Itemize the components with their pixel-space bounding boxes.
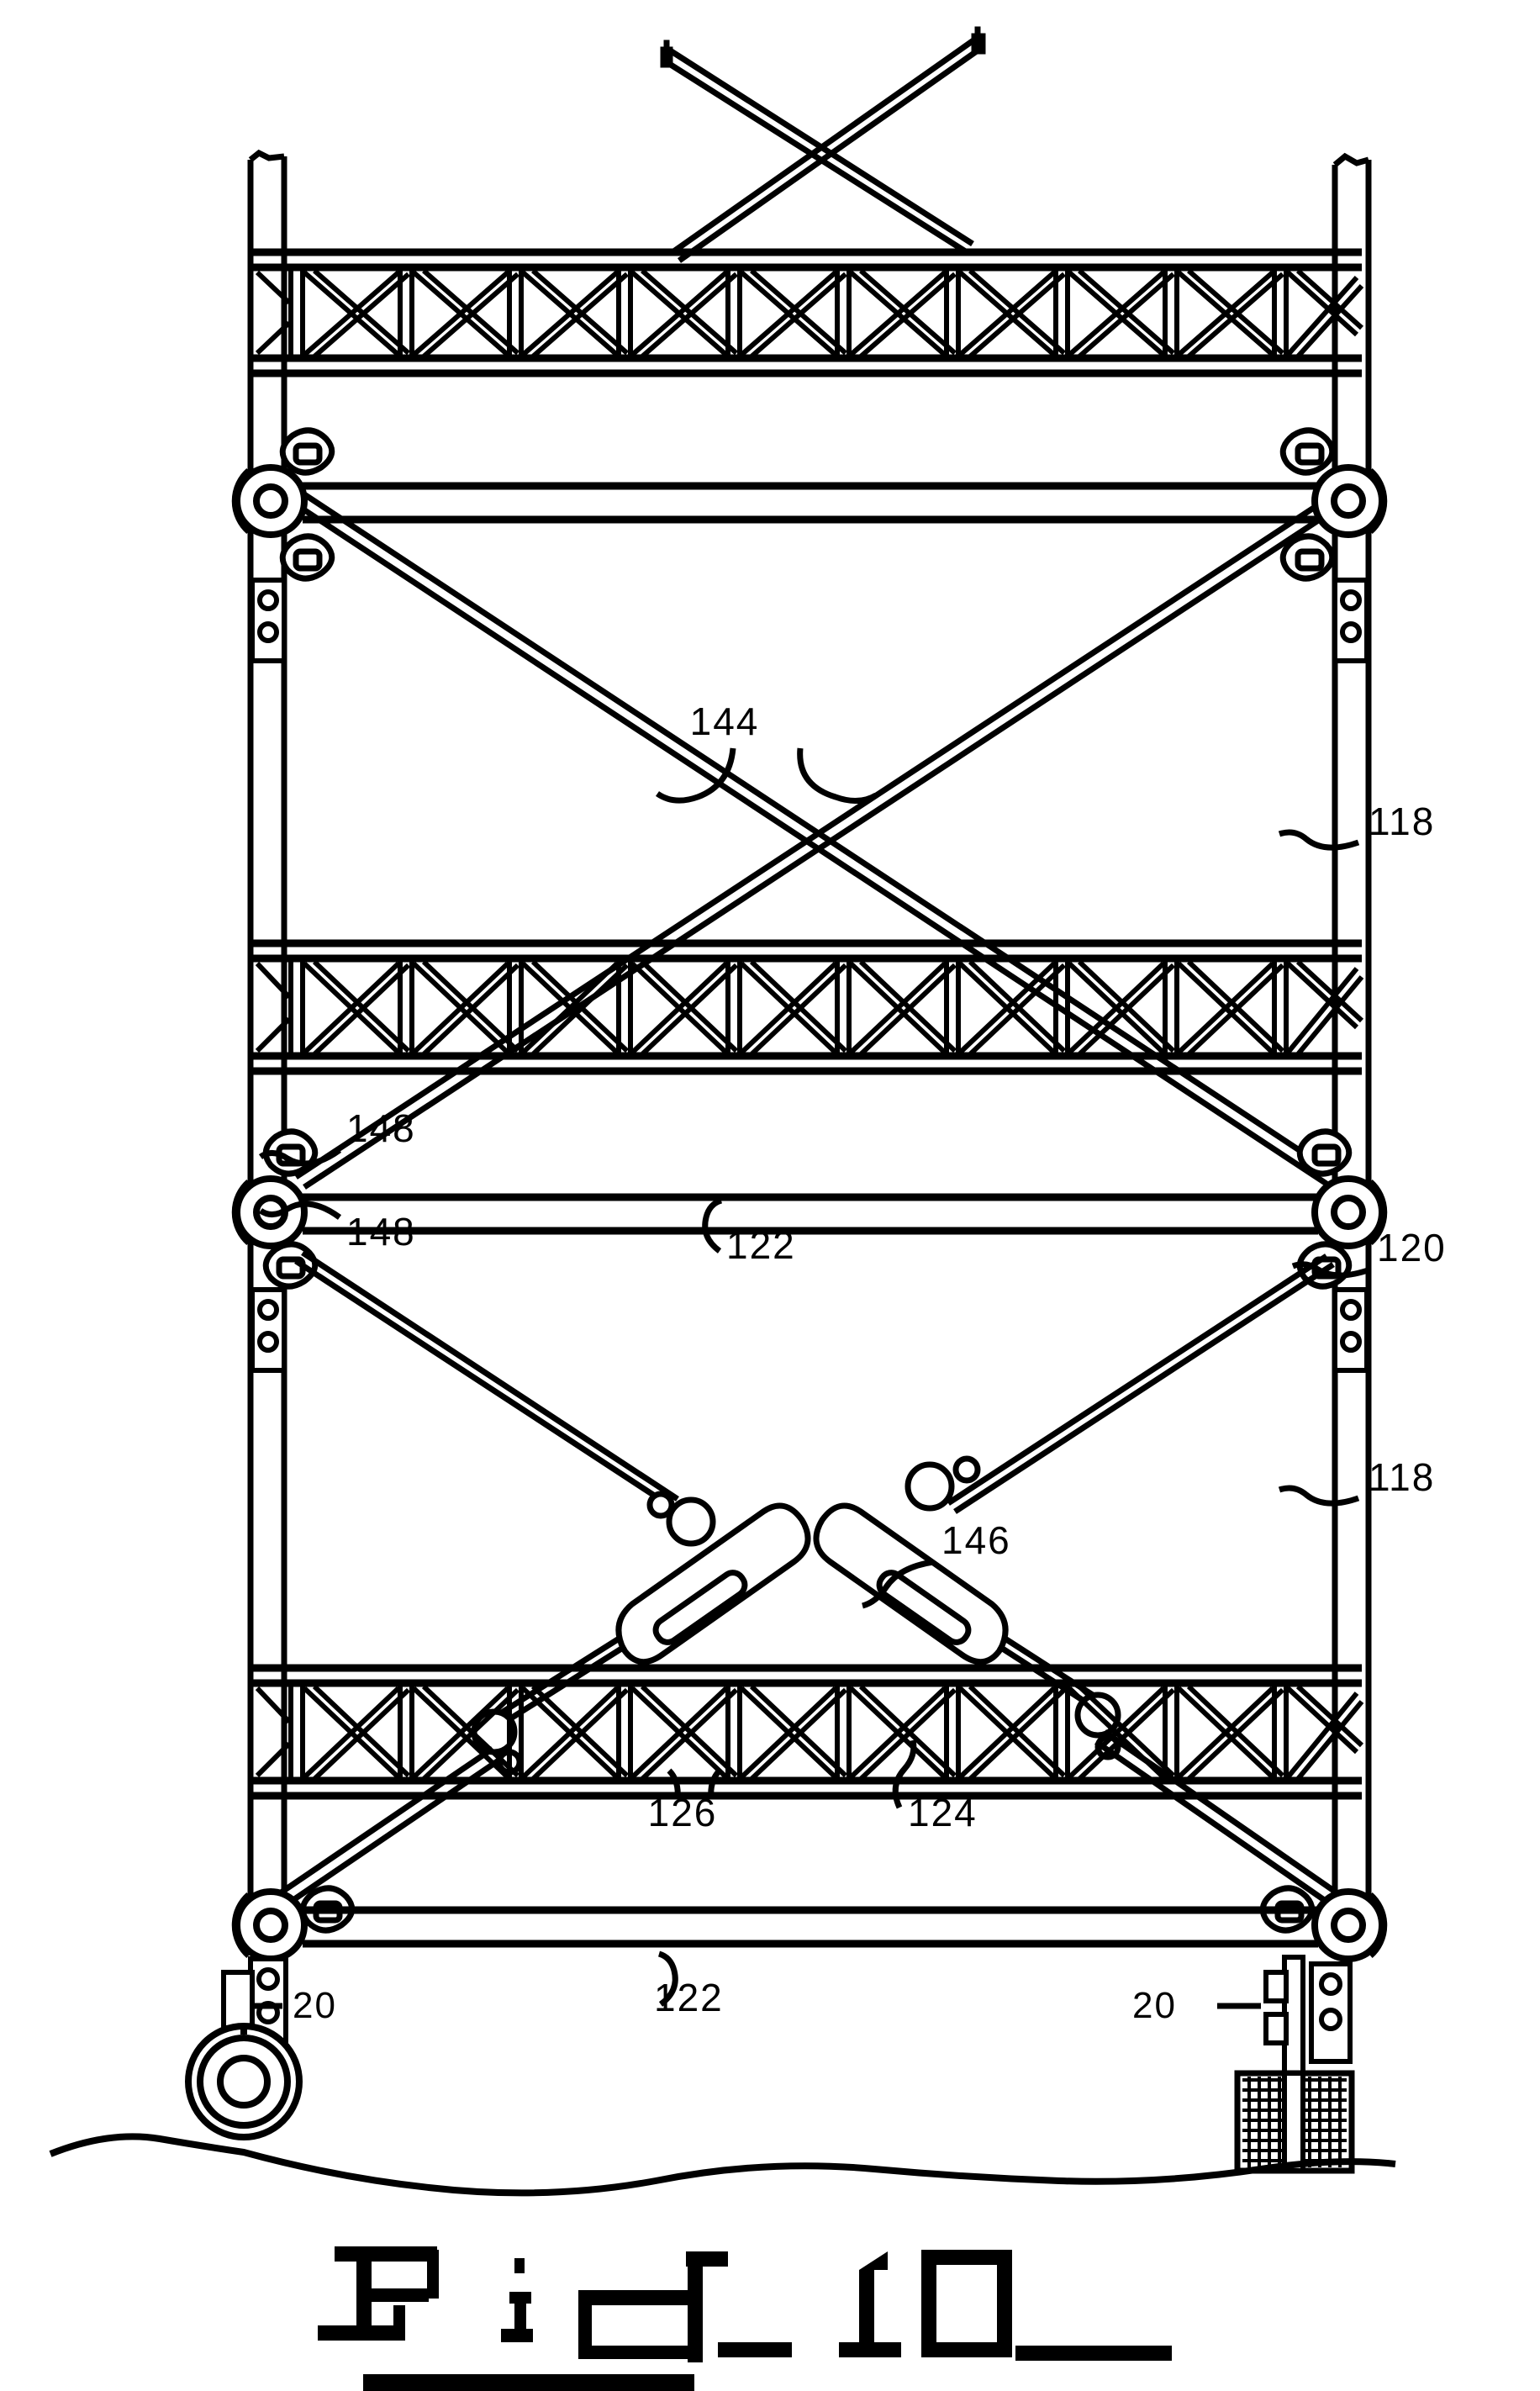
cribbing-block-right [1234,2070,1355,2174]
turnbuckle-right [813,1502,1009,1665]
leader-120 [1291,1261,1372,1279]
truss-verticals-bottom [288,1686,1289,1779]
ledger-rail-upper [303,482,1318,524]
leader-144-right [797,747,878,804]
brace-clamp-upper-right-bottom [1279,533,1336,582]
truss-diagonals-top [255,268,1364,359]
truss-chords-top [252,248,1362,377]
connector-plate-right-middle [1332,1287,1369,1373]
connector-plate-right-upper [1332,578,1369,663]
pivot-hub-upper-left [231,464,308,538]
brace-clamp-middle-right-top [1296,1128,1353,1177]
ref-numeral-20-right: 20 [1132,1985,1177,2026]
ref-numeral-144: 144 [690,699,760,743]
eye-fitting-right-upper [904,1455,981,1512]
truss-verticals-top [288,271,1289,356]
leader-122-bottom [657,1950,678,2007]
pivot-hub-base-left [231,1888,308,1962]
ref-numeral-148-upper: 148 [346,1106,416,1150]
leader-118-upper [1278,829,1360,851]
ledger-rail-middle [303,1193,1318,1235]
leader-126-right [708,1768,722,1800]
leader-144-left [655,747,736,804]
ref-numeral-118-lower: 118 [1369,1455,1435,1499]
turnbuckle-left [615,1502,811,1665]
truss-panel-top [252,248,1364,377]
leader-lines [251,747,1372,2009]
caster-wheel-left [185,2023,303,2140]
leader-148-upper [258,1148,342,1167]
ref-numeral-126: 126 [648,1791,718,1834]
leader-124 [892,1739,917,1809]
leader-122-middle [702,1197,723,1254]
eye-fitting-left-upper [646,1491,716,1547]
cross-brace-top-right [670,38,983,263]
brace-clamp-upper-right-top [1279,427,1336,476]
pivot-hub-upper-right [1311,464,1388,538]
brace-clamp-upper-left-top [279,427,335,476]
ref-numeral-124: 124 [908,1791,978,1834]
vertical-post-right [1332,152,1372,1934]
tension-rod-lower-right [947,1254,1335,1514]
tension-rod-base-left [271,1746,503,1911]
leader-118-lower [1278,1485,1360,1507]
ref-numeral-20-left: 20 [293,1985,337,2026]
ref-numeral-122-bottom: 122 [654,1976,724,2019]
truss-verticals-middle [288,962,1289,1054]
ref-numeral-146: 146 [941,1518,1011,1562]
jack-bracket-right [1309,1961,1353,2064]
ledger-rail-bottom [303,1906,1318,1948]
leader-126-left [667,1768,681,1800]
cross-brace-top-pair [660,26,986,263]
truss-chords-middle [252,939,1362,1075]
ref-numeral-120: 120 [1377,1226,1447,1269]
pivot-hub-middle-right [1311,1175,1388,1249]
leader-146 [861,1559,934,1609]
leader-148-lower [258,1201,342,1220]
connector-plate-left-upper [250,578,287,663]
ground-line [49,2133,1396,2197]
screw-jack-assembly-right [1234,1955,1355,2174]
truss-diagonals-middle [255,959,1364,1057]
caster-assembly-left [185,1956,303,2140]
brace-end-fitting-top-right [971,26,986,55]
tension-rod-base-right [1094,1729,1342,1908]
truss-panel-middle [252,939,1364,1075]
figure-caption [318,2246,1172,2391]
brace-end-fitting-top-left [660,40,673,68]
pivot-hub-base-right [1311,1888,1388,1962]
ref-numeral-118-upper: 118 [1369,800,1435,843]
truss-diagonals-bottom [255,1684,1364,1781]
truss-panel-bottom [252,1664,1364,1800]
ref-numeral-148-lower: 148 [346,1210,416,1254]
tension-rod-lower-left [294,1250,679,1510]
brace-clamp-upper-left-bottom [279,533,335,582]
ref-numeral-122-middle: 122 [726,1223,796,1267]
connector-plate-left-middle [250,1287,287,1373]
